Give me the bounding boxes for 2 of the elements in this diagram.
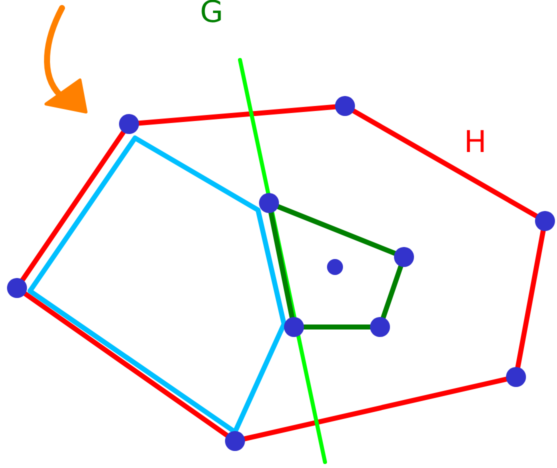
shape-label: H — [464, 128, 487, 158]
shape-label: G — [200, 0, 224, 28]
